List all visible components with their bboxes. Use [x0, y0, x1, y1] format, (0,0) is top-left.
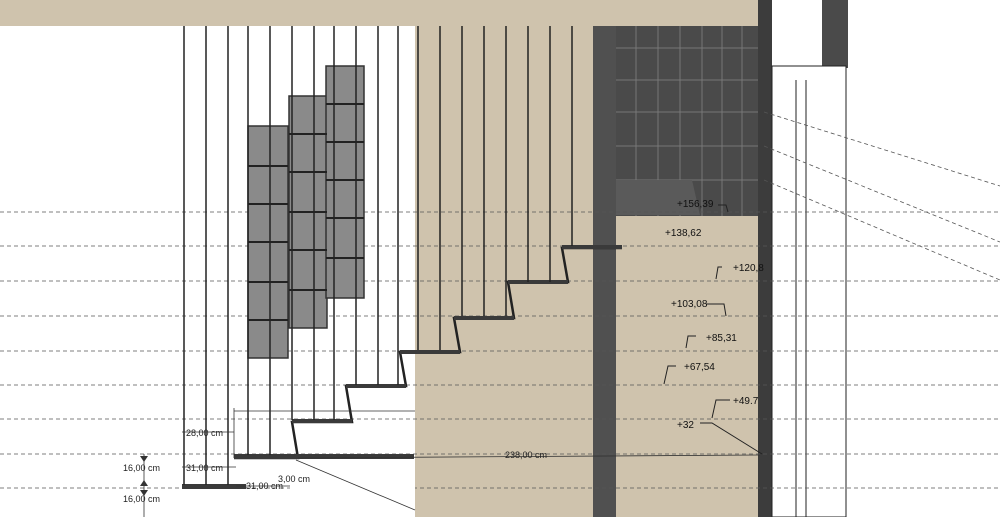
- dimension-label-tread-2: 31,00 cm: [186, 463, 223, 473]
- central-column: [593, 26, 616, 517]
- elevation-label: +49.7: [733, 396, 759, 407]
- elevation-leaders: [663, 204, 763, 455]
- elevation-label: +138,62: [665, 228, 702, 239]
- stair-profile-fill: [290, 458, 415, 517]
- hanger-rods: [183, 26, 573, 485]
- right-column: [771, 65, 847, 517]
- dimension-labels: 28,00 cm 31,00 cm 31,00 cm 16,00 cm 16,0…: [123, 428, 547, 504]
- elevation-label: +67,54: [684, 362, 715, 373]
- dimension-label-run-total: 238,00 cm: [505, 450, 547, 460]
- ceiling-slab: [0, 0, 762, 26]
- elevation-labels: +156,39 +138,62 +120,8 +103,08 +85,31 +6…: [665, 199, 764, 431]
- dimension-label-tread-3: 31,00 cm: [246, 481, 283, 491]
- projection-lines: [763, 111, 1000, 281]
- elevation-label: +32: [677, 420, 694, 431]
- dimension-label-riser-1: 16,00 cm: [123, 463, 160, 473]
- elevation-label: +85,31: [706, 333, 737, 344]
- far-right-column: [822, 0, 848, 68]
- window-lower-wedge: [616, 180, 700, 215]
- dimension-ticks: [140, 456, 148, 496]
- left-white-area: [0, 26, 184, 517]
- stair-treads: [182, 245, 622, 489]
- glass-panel-mullions: [248, 103, 364, 321]
- elevation-label: +103,08: [671, 299, 708, 310]
- dimension-label-riser-2: 16,00 cm: [123, 494, 160, 504]
- dimension-label-offset: 3,00 cm: [278, 474, 310, 484]
- elevation-label: +156,39: [677, 199, 714, 210]
- dimension-label-tread-1: 28,00 cm: [186, 428, 223, 438]
- elevation-label: +120,8: [733, 263, 764, 274]
- level-lines: [0, 211, 1000, 489]
- right-wall-post: [758, 0, 772, 517]
- rear-wall-lower: [616, 215, 758, 517]
